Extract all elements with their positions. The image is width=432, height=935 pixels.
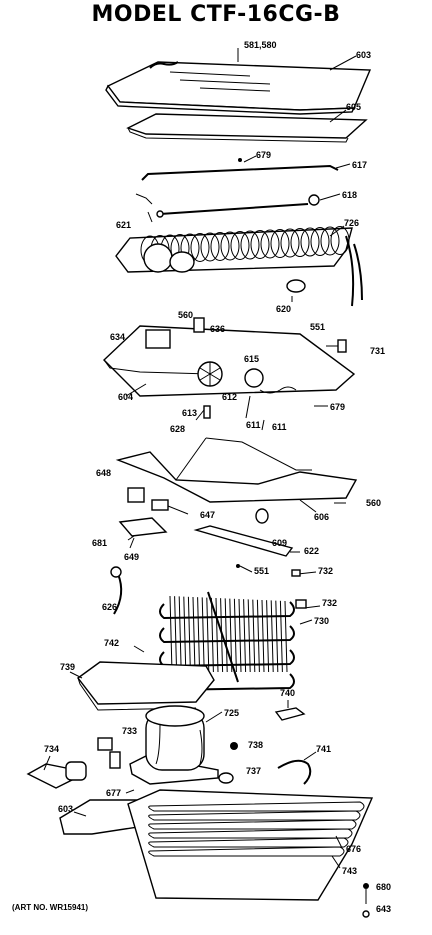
part-680-screw: [363, 883, 369, 904]
part-740-clip: [274, 707, 306, 721]
label-634: 634: [110, 332, 125, 342]
part-738-grommet: [230, 742, 238, 750]
label-605: 605: [346, 102, 361, 112]
part-609-clip: [255, 508, 269, 524]
label-681: 681: [92, 538, 107, 548]
part-606-liner: [115, 437, 358, 503]
part-741-tube: [277, 759, 312, 785]
part-739-drain-pan: [77, 661, 215, 711]
part-726-evaporator-coil: [115, 226, 363, 307]
label-649: 649: [124, 552, 139, 562]
label-626: 626: [102, 602, 117, 612]
label-680: 680: [376, 882, 391, 892]
part-626-drain-tube: [110, 566, 123, 615]
label-740: 740: [280, 688, 295, 698]
label-613: 613: [182, 408, 197, 418]
part-649-plate: [118, 517, 168, 537]
part-604-fan-housing: [102, 317, 356, 397]
label-615: 615: [244, 354, 259, 364]
label-603-bottom: 603: [58, 804, 73, 814]
label-676: 676: [346, 844, 361, 854]
part-620-part: [286, 279, 306, 302]
part-622-strip: [193, 525, 294, 557]
label-733: 733: [122, 726, 137, 736]
label-628: 628: [170, 424, 185, 434]
part-603-cover-plate: [105, 61, 372, 115]
label-739: 739: [60, 662, 75, 672]
label-743: 743: [342, 866, 357, 876]
art-number: (ART NO. WR15941): [12, 903, 89, 912]
part-643-washer: [362, 910, 370, 918]
label-551-top: 551: [310, 322, 325, 332]
part-676-base-pan: [127, 789, 374, 901]
label-647: 647: [200, 510, 215, 520]
label-730: 730: [314, 616, 329, 626]
label-611-b: 611: [272, 422, 287, 432]
label-679-mid: 679: [330, 402, 345, 412]
label-725: 725: [224, 708, 239, 718]
label-732-b: 732: [322, 598, 337, 608]
part-labels: 581,580 603 605 679 617 618 621 726 620 …: [44, 40, 391, 914]
label-604: 604: [118, 392, 133, 402]
label-609: 609: [272, 538, 287, 548]
label-560-mid: 560: [366, 498, 381, 508]
label-618: 618: [342, 190, 357, 200]
label-742: 742: [104, 638, 119, 648]
label-741: 741: [316, 744, 331, 754]
label-560-top: 560: [178, 310, 193, 320]
part-737-mount: [218, 772, 234, 784]
label-737: 737: [246, 766, 261, 776]
part-618-heater-rod: [135, 193, 320, 218]
label-611-a: 611: [246, 420, 261, 430]
label-551-mid: 551: [254, 566, 269, 576]
label-731: 731: [370, 346, 385, 356]
label-621: 621: [116, 220, 131, 230]
label-617: 617: [352, 160, 367, 170]
part-617-bracket-rod: [141, 158, 339, 181]
label-603-top: 603: [356, 50, 371, 60]
label-643: 643: [376, 904, 391, 914]
label-581-580: 581,580: [244, 40, 277, 50]
part-605-tray: [126, 113, 368, 143]
label-732-a: 732: [318, 566, 333, 576]
label-648: 648: [96, 468, 111, 478]
part-725-compressor: [129, 705, 219, 785]
label-738: 738: [248, 740, 263, 750]
label-606: 606: [314, 512, 329, 522]
diagram-title: MODEL CTF-16CG-B: [91, 2, 341, 27]
label-726: 726: [344, 218, 359, 228]
label-679-top: 679: [256, 150, 271, 160]
label-636: 636: [210, 324, 225, 334]
label-612: 612: [222, 392, 237, 402]
label-677: 677: [106, 788, 121, 798]
label-734: 734: [44, 744, 59, 754]
part-734-overload: [26, 761, 87, 789]
label-620: 620: [276, 304, 291, 314]
label-622: 622: [304, 546, 319, 556]
part-648-bracket: [127, 487, 169, 511]
part-733-relay: [97, 737, 121, 769]
